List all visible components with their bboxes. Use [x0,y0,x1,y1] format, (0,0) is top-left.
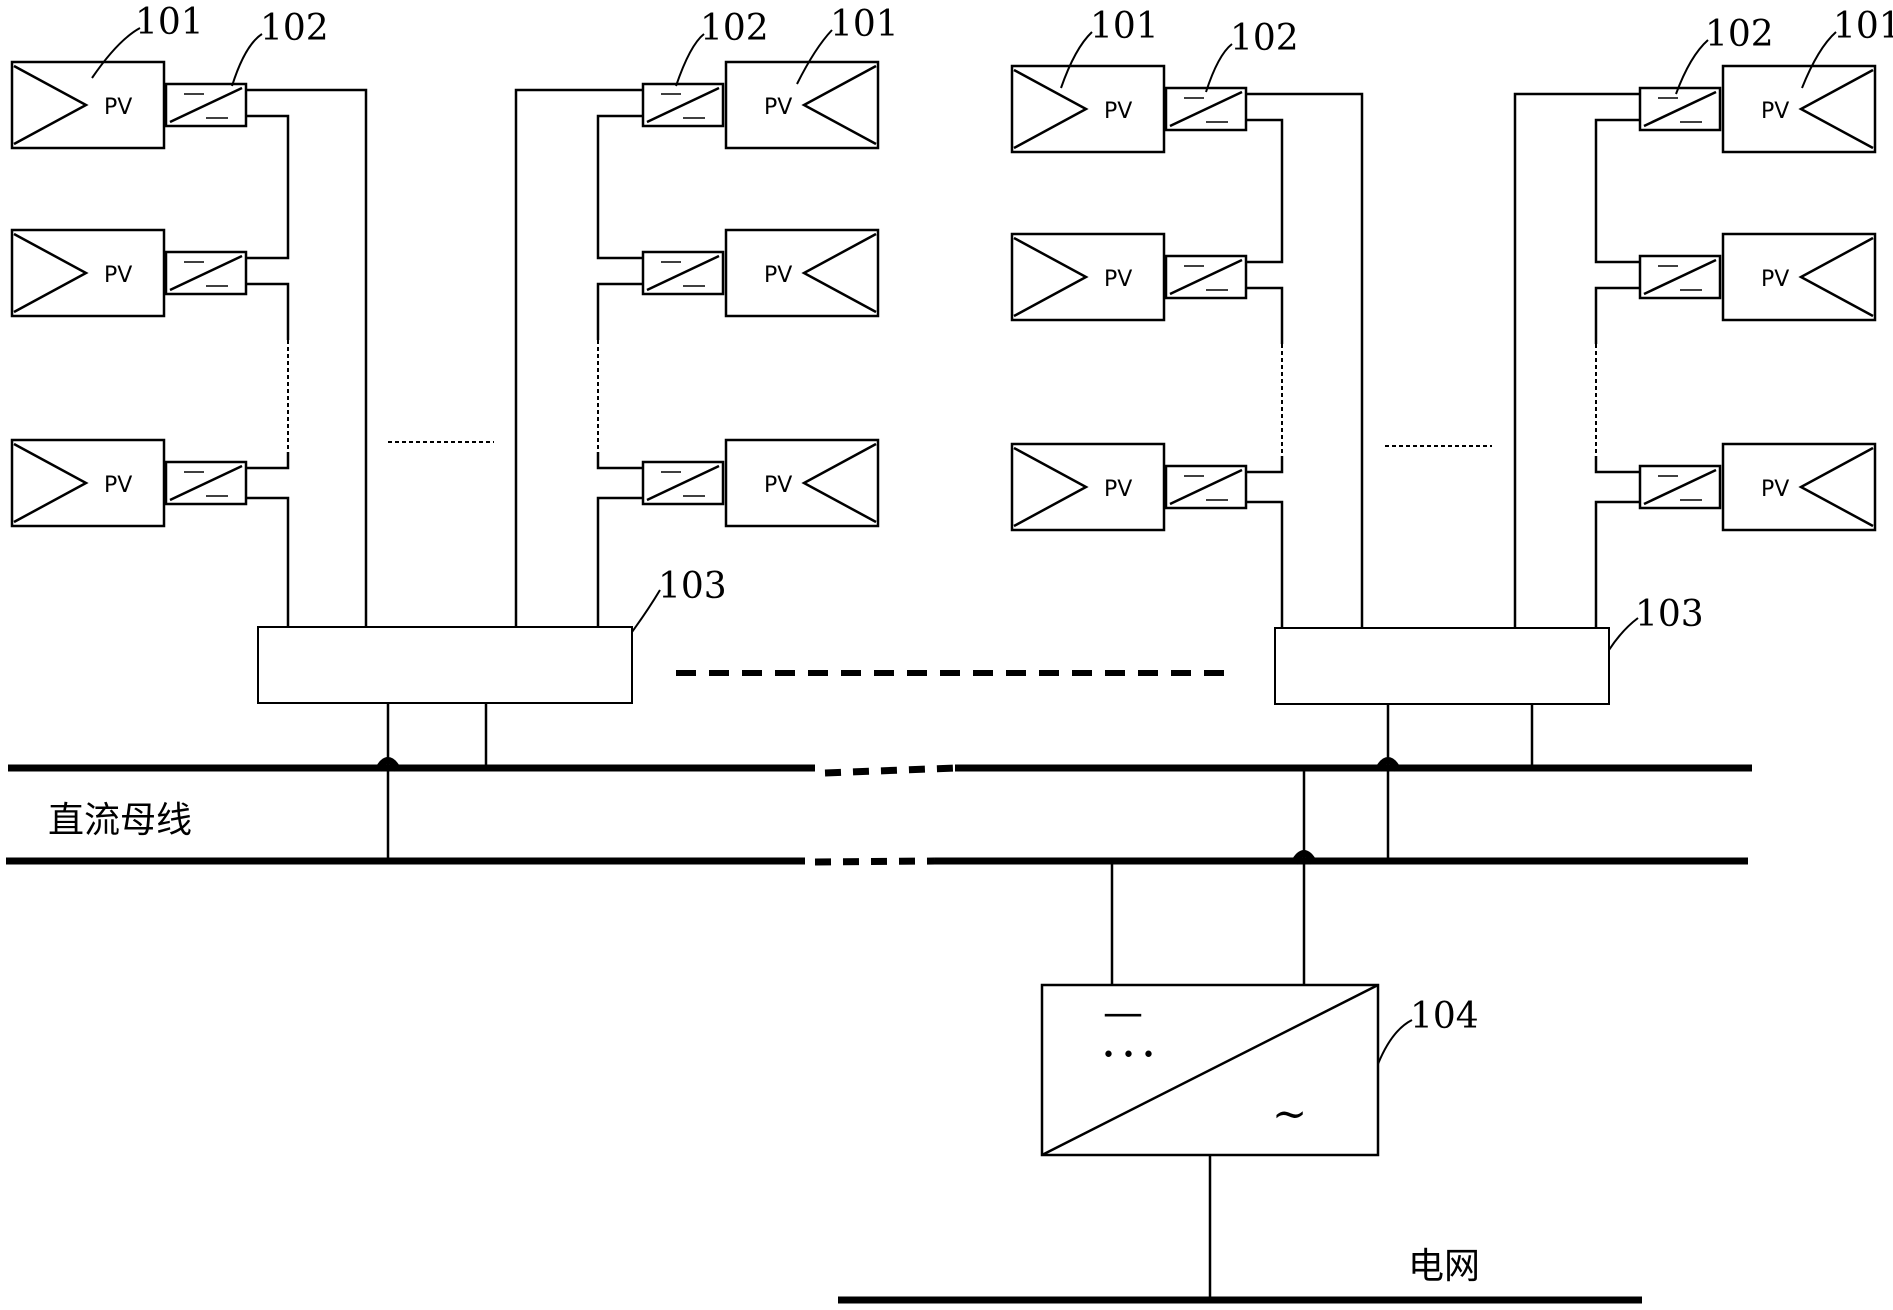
pv-text: PV [1761,99,1789,124]
leader-line-0 [91,27,141,79]
pv-text: PV [1104,99,1132,124]
grid-label: 电网 [1408,1246,1480,1287]
pv-module-0-2: PV [10,438,166,528]
pv-module-0-0: PV [10,60,166,150]
combiner-box-left [257,626,633,704]
pv-module-2-2: PV [1010,442,1166,532]
leader-line-3 [796,29,833,85]
dc-converter-2-1 [1164,254,1248,300]
inverter-box [1040,983,1380,1157]
pv-module-3-0: PV [1721,64,1877,154]
dc-converter-0-2 [164,460,248,506]
pv-module-1-2: PV [724,438,880,528]
label-102-b: 102 [700,8,769,49]
inverter-dc-line: — [1103,990,1143,1036]
leader-line-9 [1608,617,1639,651]
pv-module-3-2: PV [1721,442,1877,532]
pv-text: PV [1104,267,1132,292]
pv-text: PV [104,263,132,288]
dc-converter-0-1 [164,250,248,296]
leader-line-6 [1675,39,1709,95]
leader-line-10 [1377,1019,1413,1065]
leader-line-1 [231,33,263,87]
leader-line-8 [631,589,661,633]
pv-module-3-1: PV [1721,232,1877,322]
pv-text: PV [764,263,792,288]
pv-module-2-0: PV [1010,64,1166,154]
label-101-c: 101 [1090,6,1159,47]
pv-text: PV [1761,477,1789,502]
label-102-c: 102 [1230,18,1299,59]
label-101-b: 101 [830,4,899,45]
label-102-d: 102 [1705,14,1774,55]
label-103-a: 103 [658,566,727,607]
pv-text: PV [104,95,132,120]
label-102-a: 102 [260,8,329,49]
dc-converter-2-2 [1164,464,1248,510]
pv-text: PV [764,95,792,120]
combiner-box-right [1274,627,1610,705]
leader-line-7 [1801,31,1837,89]
dc-bus [6,670,1752,1300]
dc-converter-1-1 [641,250,725,296]
pv-module-1-1: PV [724,228,880,318]
dc-converter-0-0 [164,82,248,128]
leader-line-5 [1205,43,1233,93]
label-104: 104 [1410,996,1479,1037]
label-101-a: 101 [135,2,204,43]
label-leaders [91,27,1837,1065]
dc-converter-3-2 [1638,464,1722,510]
label-101-d: 101 [1833,6,1893,47]
pv-text: PV [1104,477,1132,502]
dc-bus-label: 直流母线 [48,800,192,841]
label-103-b: 103 [1635,594,1704,635]
leader-line-2 [675,33,705,87]
pv-text: PV [104,473,132,498]
pv-module-2-1: PV [1010,232,1166,322]
pv-module-0-1: PV [10,228,166,318]
dc-converter-1-0 [641,82,725,128]
inverter-ac-wave: ~ [1272,1089,1307,1138]
dc-converter-1-2 [641,460,725,506]
dc-converter-3-0 [1638,86,1722,132]
inverter-dc-dots: • • • [1102,1043,1155,1068]
leader-line-4 [1060,31,1093,89]
wiring [246,88,1640,628]
dc-converter-3-1 [1638,254,1722,300]
pv-units: PV PV PV PV PV PV PV PV PV PV PV PV [10,60,1877,532]
dc-converter-2-0 [1164,86,1248,132]
pv-text: PV [764,473,792,498]
pv-text: PV [1761,267,1789,292]
